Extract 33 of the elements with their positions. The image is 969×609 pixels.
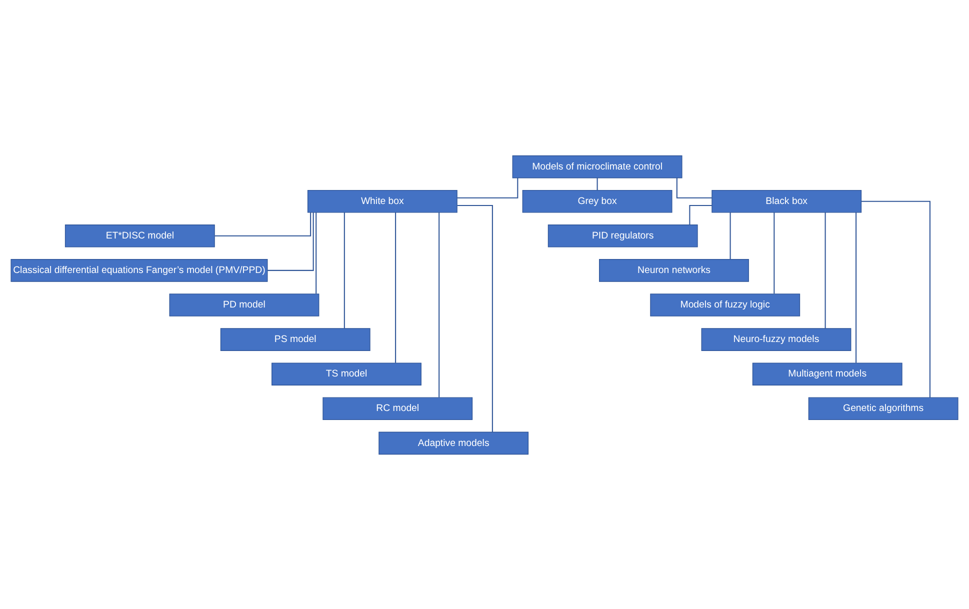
node-box: PID regulators [548, 224, 698, 247]
node-box: Models of microclimate control [512, 154, 682, 178]
node-box: PD model [169, 293, 320, 316]
node-box: White box [307, 189, 458, 212]
connector [344, 212, 345, 328]
connector [824, 212, 826, 328]
node-box: TS model [272, 362, 422, 385]
node-box: ET*DISC model [64, 224, 215, 247]
node-box: RC model [322, 396, 473, 420]
node-box: PS model [220, 328, 370, 350]
connector [457, 178, 518, 198]
connector [438, 212, 440, 397]
node-box: Classical differential equations Fanger’s model (PMV/PPD) [10, 258, 268, 282]
connector [214, 212, 312, 236]
node-box: Neuro-fuzzy models [701, 328, 852, 350]
connector [457, 204, 493, 432]
connector [856, 212, 857, 362]
connector [861, 200, 930, 397]
node-box: Grey box [522, 189, 672, 212]
connector [316, 212, 317, 294]
node-box: Adaptive models [378, 431, 529, 454]
connector [689, 204, 712, 224]
connector [596, 177, 598, 190]
node-box: Models of fuzzy logic [650, 293, 800, 316]
connector [730, 212, 731, 259]
connector [395, 212, 396, 362]
connector [676, 178, 712, 198]
node-box: Multiagent models [752, 362, 902, 385]
node-box: Neuron networks [599, 258, 749, 282]
connector [774, 212, 775, 294]
node-box: Black box [712, 189, 862, 212]
connector [268, 212, 314, 270]
node-box: Genetic algorithms [808, 396, 958, 420]
